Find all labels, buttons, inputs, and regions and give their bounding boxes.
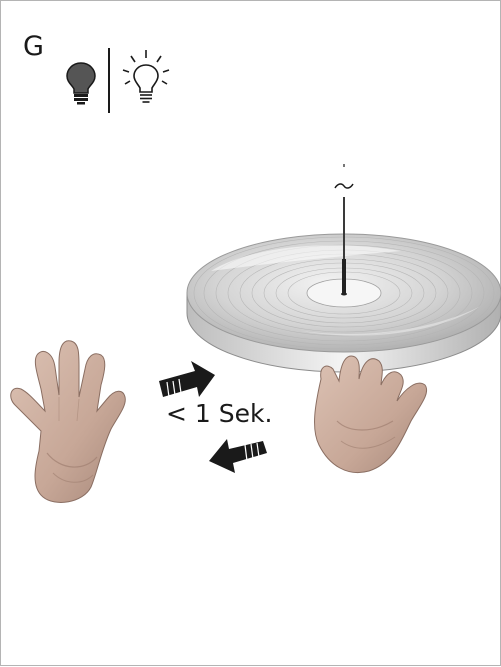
pull-arrow-icon [209,439,267,473]
left-hand [11,341,126,503]
right-hand [315,356,427,473]
turntable-platter [187,164,501,372]
time-limit-label: < 1 Sek. [166,401,272,426]
tilde-mark [335,184,353,188]
bulb-off-icon [67,63,95,105]
push-arrow-icon [159,361,215,397]
bulb-on-icon [123,50,169,102]
